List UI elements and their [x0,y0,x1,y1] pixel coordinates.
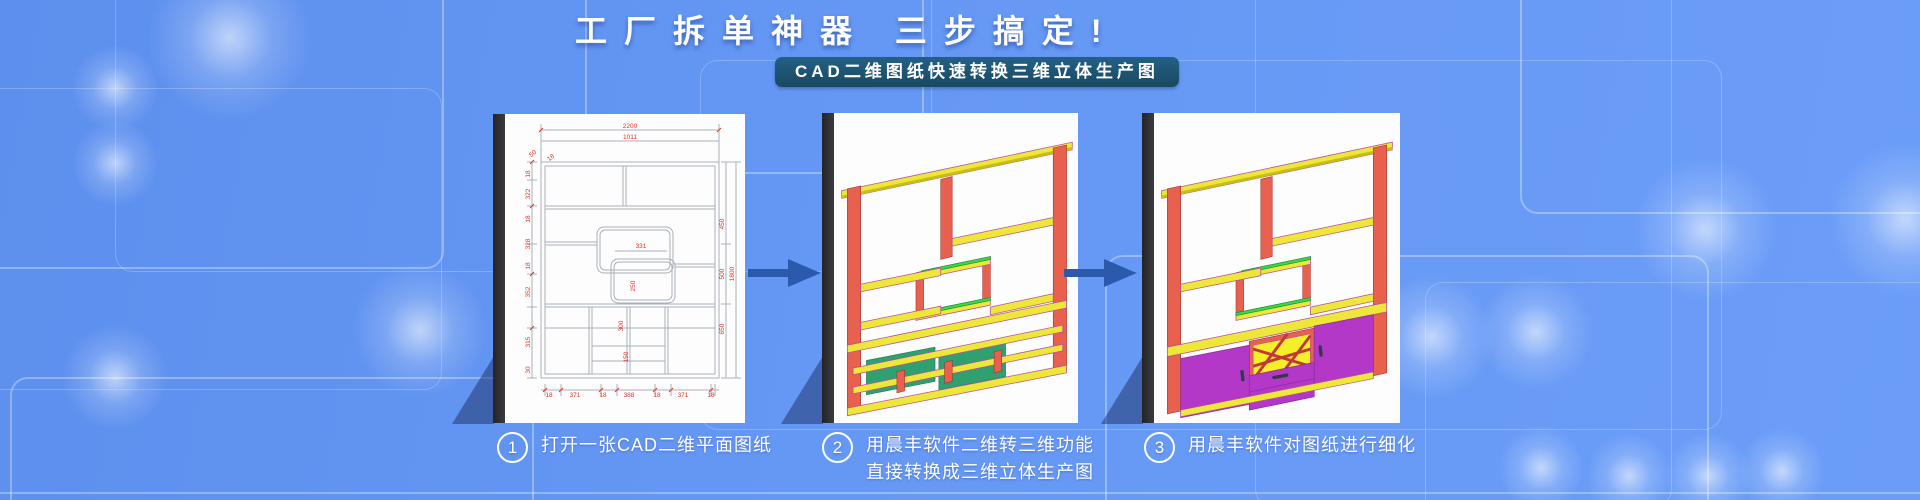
cad-dim-label: 30 [525,366,532,374]
cad-dim-label: 250 [630,280,637,291]
bg-glow [1663,431,1753,500]
bg-glow [350,260,490,400]
cad-dim-label: 1011 [623,134,637,141]
bg-ring [10,377,534,500]
step3-refined-image [1142,113,1400,423]
arrow-right-icon [1064,259,1137,287]
bg-glow [70,43,160,133]
cad-dim-label: 2200 [623,123,638,130]
panel-edge [1142,113,1154,423]
cad-dim-label: 18 [546,153,556,163]
bg-glow [1584,431,1674,500]
step1-caption: 1 打开一张CAD二维平面图纸 [497,432,772,463]
bg-glow [1496,423,1586,500]
bg-ring [0,0,444,269]
step2-number-badge: 2 [822,432,853,463]
bg-ring [0,88,442,390]
bg-glow [1737,426,1827,500]
step1-cad-image: 2200 1011 50 18 18 322 18 328 18 352 315… [493,114,745,423]
cad-dim-label: 18 [653,392,661,399]
bg-ring [1520,0,1920,214]
cad-dim-label: 371 [570,392,581,399]
cad-dim-label: 150 [623,351,630,362]
shelf-3d-preview [841,141,1073,417]
step2-3d-image [822,113,1078,423]
bg-glow [60,322,170,432]
cad-dim-label: 322 [525,188,532,199]
step3-number-badge: 3 [1144,432,1175,463]
cad-drawing: 2200 1011 50 18 18 322 18 328 18 352 315… [525,123,741,399]
bg-glow [1825,139,1920,299]
panel-edge [493,114,505,423]
step2-label: 用晨丰软件二维转三维功能 [866,435,1094,455]
bg-ring [0,492,1920,500]
cad-dim-label: 18 [545,392,553,399]
step1-number-badge: 1 [497,432,528,463]
cad-dim-label: 315 [525,336,532,347]
bg-ring [1425,282,1920,500]
arrow-right-icon [748,259,821,287]
cad-dim-label: 450 [719,218,726,229]
bg-glow [70,118,160,208]
cad-dim-label: 18 [707,392,715,399]
cad-dim-label: 352 [525,286,532,297]
panel-shadow [1101,356,1143,424]
cad-dim-label: 650 [719,323,726,334]
banner-title: 工厂拆单神器 三步搞定! [575,13,1119,49]
bg-glow [1630,154,1780,304]
bg-glow [145,0,315,123]
cad-dim-label: 50 [528,149,538,159]
cad-dim-label: 500 [719,268,726,279]
cad-dim-label: 371 [678,392,689,399]
step3-caption: 3 用晨丰软件对图纸进行细化 [1144,432,1416,463]
cad-dim-label: 328 [525,238,532,249]
bg-glow [1476,272,1596,392]
cad-dim-label: 18 [525,215,532,223]
subtitle-badge: CAD二维图纸快速转换三维立体生产图 [775,57,1179,87]
cad-dim-label: 300 [618,320,625,331]
cad-dim-label: 18 [525,170,532,178]
shelf-3d-refined [1161,141,1393,419]
step2-label-line2: 直接转换成三维立体生产图 [866,462,1094,482]
cad-dim-labels: 2200 1011 50 18 18 322 18 328 18 352 315… [525,123,736,399]
cad-dim-label: 18 [525,262,532,270]
panel-edge [822,113,834,423]
cad-dim-label: 1800 [729,266,736,281]
cad-dim-label: 388 [624,392,635,399]
panel-shadow [781,356,823,424]
cad-dim-label: 331 [636,243,647,250]
panel-shadow [452,356,494,424]
cad-dim-label: 18 [599,392,607,399]
step3-label: 用晨丰软件对图纸进行细化 [1188,435,1416,455]
step2-caption: 2 用晨丰软件二维转三维功能 直接转换成三维立体生产图 [822,432,1094,486]
step1-label: 打开一张CAD二维平面图纸 [541,435,773,455]
